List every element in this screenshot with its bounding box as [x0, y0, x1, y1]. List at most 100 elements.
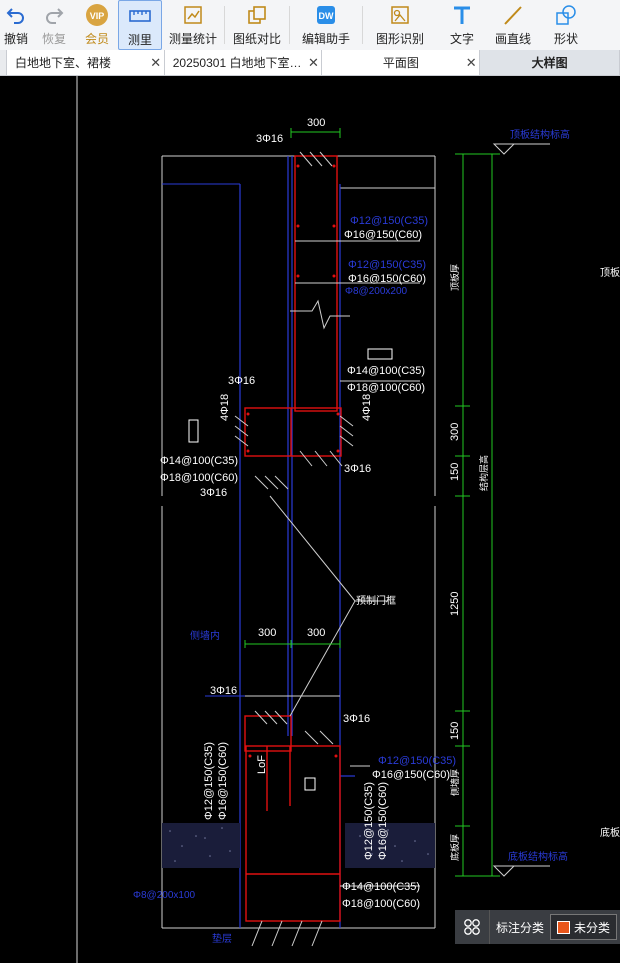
svg-text:DW: DW	[319, 11, 334, 21]
redo-icon	[41, 2, 67, 28]
measure-label: 测里	[127, 33, 152, 47]
lof-label: LoF	[256, 755, 268, 774]
uncategorized-item[interactable]: 未分类	[550, 914, 618, 940]
shape-recog-label: 图形识别	[375, 32, 424, 46]
close-icon[interactable]: ✕	[465, 54, 477, 70]
text-button[interactable]: 文字	[437, 0, 487, 50]
toolbar-separator	[362, 6, 363, 44]
break-symbol	[290, 299, 350, 330]
rebar-spec: Φ12@150(C35)	[350, 215, 428, 227]
edit-helper-icon: DW	[313, 2, 339, 28]
rebar-spec: Φ16@150(C60)	[344, 229, 422, 241]
redo-button[interactable]: 恢复	[32, 0, 76, 50]
dimension-value: 300	[307, 627, 325, 639]
rebar-outlines	[244, 155, 342, 922]
text-icon	[449, 2, 475, 28]
note-label: 预制门框	[356, 594, 396, 607]
rebar-spec: Φ18@100(C60)	[160, 472, 238, 484]
toolbar-separator	[224, 6, 225, 44]
right-dimension-chain	[455, 153, 500, 877]
tab-label: 平面图	[382, 56, 419, 70]
rebar-spec: Φ18@100(C60)	[342, 898, 420, 910]
middle-dimension	[244, 640, 341, 648]
measure-stats-button[interactable]: 测量统计	[162, 0, 224, 50]
compare-button[interactable]: 图纸对比	[225, 0, 289, 50]
note-label: 垫层	[212, 932, 232, 945]
tab-detail[interactable]: 大样图	[480, 50, 620, 75]
toolbar-separator	[289, 6, 290, 44]
edge-label: 底板结	[600, 826, 620, 839]
line-button[interactable]: 画直线	[487, 0, 539, 50]
vip-icon: VIP	[84, 2, 110, 28]
shape-recog-button[interactable]: 图形识别	[363, 0, 437, 50]
uncategorized-label: 未分类	[574, 920, 611, 935]
elevation-label: 底板结构标高	[508, 850, 568, 863]
rebar-label: 3Φ16	[200, 487, 227, 499]
rebar-label: 3Φ16	[256, 133, 283, 145]
tab-bar-edge	[0, 50, 7, 75]
dimension-value: 150	[449, 463, 461, 481]
rebar-spec: Φ14@100(C35)	[347, 365, 425, 377]
dimension-value: 300	[449, 423, 461, 441]
cad-drawing: 300 3Φ16 Φ12@150(C35) Φ16@150(C60) Φ12@1…	[76, 76, 620, 963]
measure-stats-label: 测量统计	[168, 32, 217, 46]
elevation-label: 顶板结构标高	[510, 128, 570, 141]
tab-20250301[interactable]: 20250301 白地地下室… ✕	[164, 50, 323, 75]
compare-icon	[244, 2, 270, 28]
vip-label: 会员	[84, 32, 109, 46]
tab-basement[interactable]: 白地地下室、裙楼 ✕	[6, 50, 165, 75]
tab-plan[interactable]: 平面图 ✕	[322, 50, 481, 75]
redo-label: 恢复	[41, 32, 66, 46]
close-icon[interactable]: ✕	[150, 54, 162, 70]
shape-icon	[553, 2, 579, 28]
undo-label: 撤销	[3, 32, 28, 46]
svg-text:VIP: VIP	[90, 11, 105, 21]
rebar-label: 4Φ18	[219, 394, 231, 421]
line-icon	[500, 2, 526, 28]
note-label: 侧墙内	[190, 629, 220, 642]
tab-bar: 白地地下室、裙楼 ✕ 20250301 白地地下室… ✕ 平面图 ✕ 大样图	[0, 50, 620, 76]
rebar-label: 3Φ16	[344, 463, 371, 475]
rebar-label: 3Φ16	[343, 713, 370, 725]
rebar-label: 3Φ16	[210, 685, 237, 697]
toolbar: 撤销 恢复 VIP 会员 测里 测量统计 图纸对比 DW 编辑助手	[0, 0, 620, 51]
elevation-markers	[492, 143, 550, 877]
vip-button[interactable]: VIP 会员	[76, 0, 118, 50]
tab-label: 白地地下室、裙楼	[14, 56, 111, 70]
annotation-category-bar: 标注分类 未分类	[455, 910, 620, 944]
rebar-spec: Φ12@150(C35)	[348, 259, 426, 271]
tab-label: 大样图	[531, 56, 568, 70]
line-label: 画直线	[494, 32, 531, 46]
rebar-spec: Φ12@150(C35)	[378, 755, 456, 767]
close-icon[interactable]: ✕	[308, 54, 319, 70]
shape-label: 形状	[553, 32, 578, 46]
compare-label: 图纸对比	[232, 32, 281, 46]
shape-button[interactable]: 形状	[539, 0, 593, 50]
stats-icon	[180, 2, 206, 28]
edge-label: 顶板结	[600, 266, 620, 279]
color-swatch	[557, 920, 571, 934]
edit-helper-button[interactable]: DW 编辑助手	[290, 0, 362, 50]
dimension-value: 1250	[449, 592, 461, 616]
undo-button[interactable]: 撤销	[0, 0, 32, 50]
marker-box	[188, 419, 199, 443]
rebar-spec: Φ12@150(C35)	[363, 782, 375, 860]
rebar-hatches	[234, 151, 354, 947]
undo-icon	[3, 2, 29, 28]
dimension-value: 150	[449, 722, 461, 740]
drawing-canvas[interactable]: 300 3Φ16 Φ12@150(C35) Φ16@150(C60) Φ12@1…	[0, 76, 620, 963]
measure-button[interactable]: 测里	[118, 0, 162, 50]
vertical-label: 侧墙厚	[449, 769, 460, 796]
rebar-spec: Φ12@150(C35)	[203, 742, 215, 820]
structural-lines	[239, 156, 355, 928]
dimension-value: 300	[258, 627, 276, 639]
vertical-label: 结构层高	[478, 455, 489, 491]
vertical-label: 底板厚	[449, 834, 460, 861]
leader-lines	[205, 240, 420, 887]
text-label: 文字	[449, 32, 474, 46]
rebar-spec: Φ14@100(C35)	[342, 881, 420, 893]
rebar-label: 3Φ16	[228, 375, 255, 387]
drawing-texts: 300 3Φ16 Φ12@150(C35) Φ16@150(C60) Φ12@1…	[133, 117, 620, 945]
tie-dots	[246, 164, 340, 758]
category-grid-icon[interactable]	[455, 910, 490, 944]
